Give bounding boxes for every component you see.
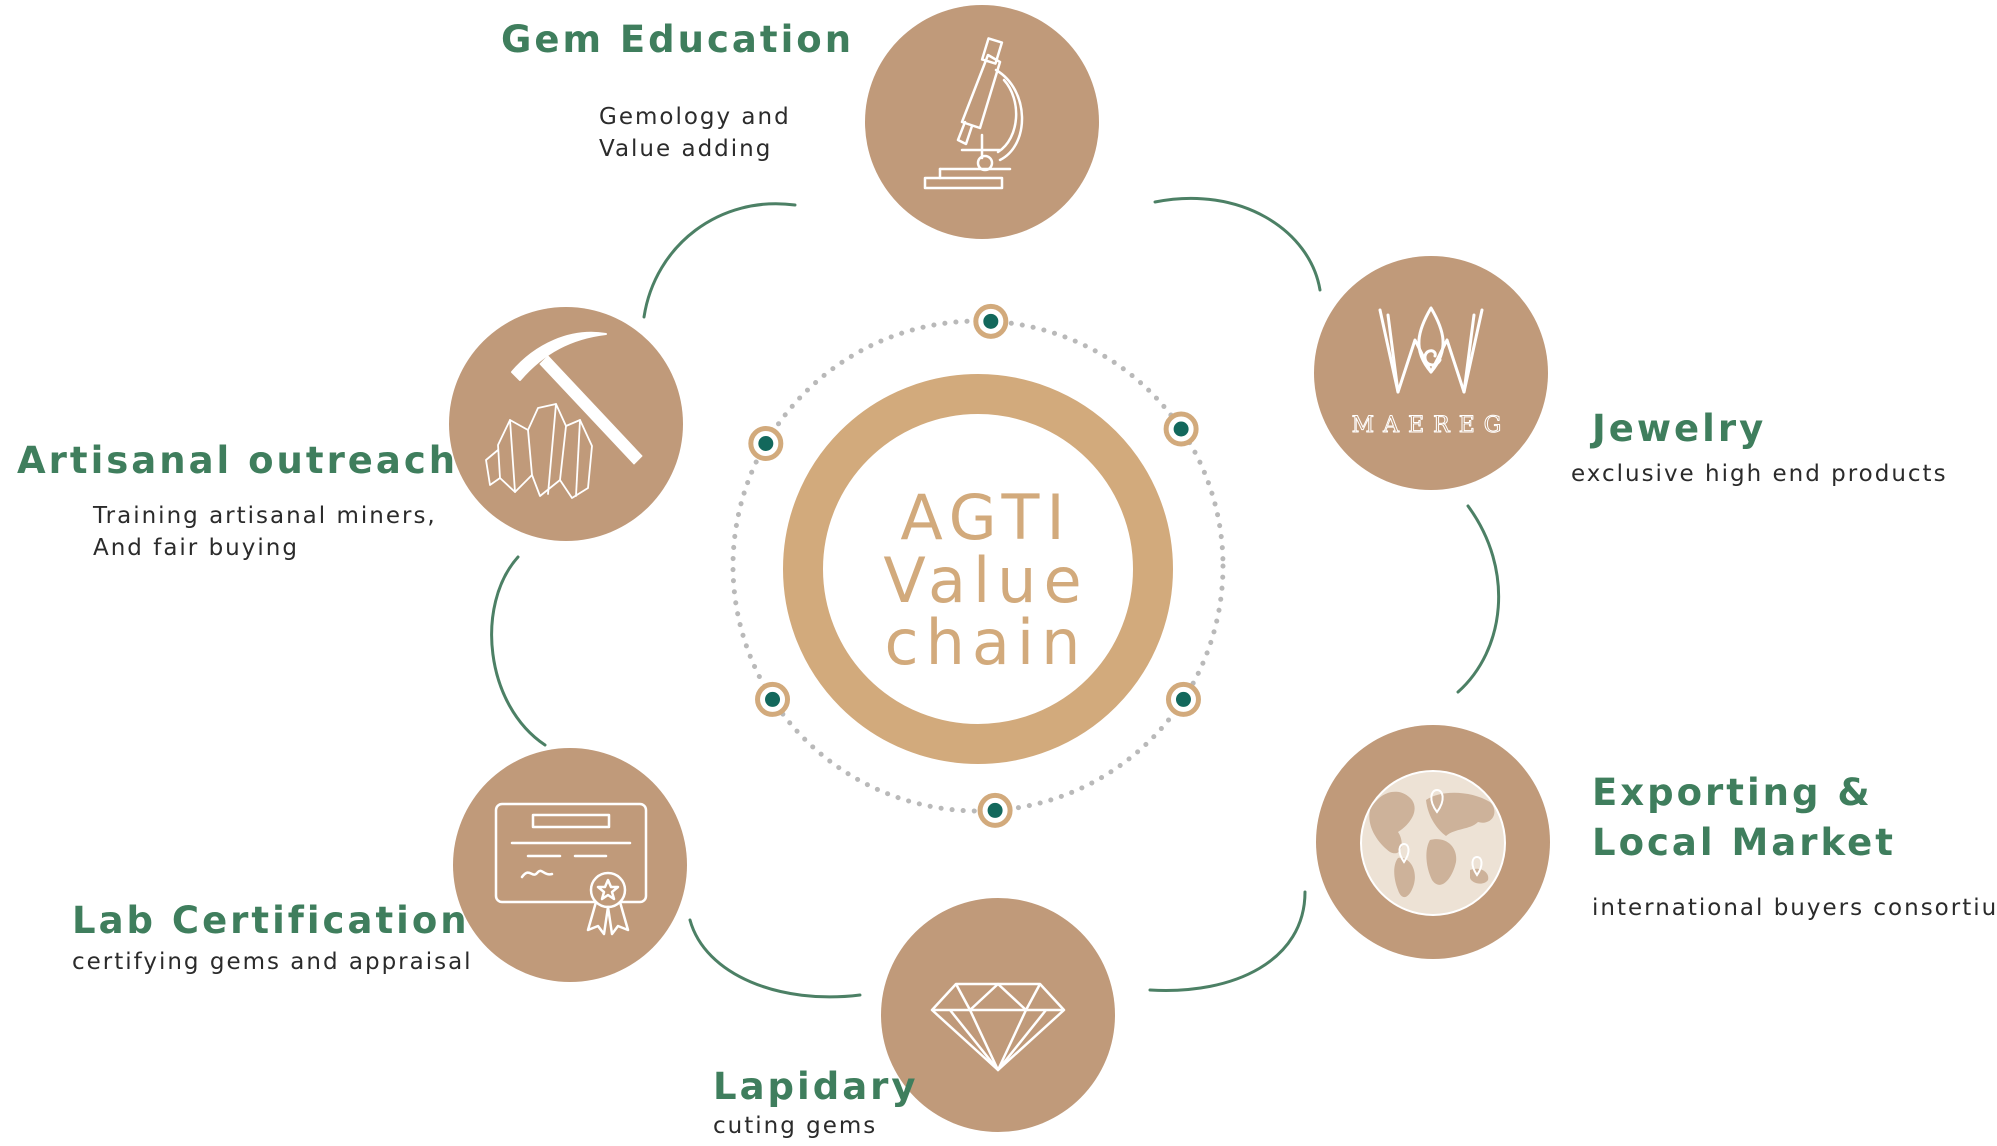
node-description: Training artisanal miners,	[93, 503, 437, 529]
label-lab-certification: Lab Certification certifying gems and ap…	[72, 896, 473, 978]
node-description: exclusive high end products	[1571, 461, 1948, 487]
center-title: AGTI Value chain	[883, 481, 1088, 679]
arc-artisanal-to-education	[642, 202, 797, 319]
node-title: Lapidary	[713, 1065, 919, 1108]
orbit-marker	[748, 426, 784, 461]
center-title-line-1: AGTI	[900, 481, 1071, 554]
certificate-icon	[494, 802, 648, 936]
orbit-marker-dot	[1175, 691, 1191, 707]
node-circle	[881, 898, 1115, 1132]
orbit-marker	[973, 303, 1009, 339]
arc-education-to-jewelry	[1153, 196, 1322, 292]
node-title: Jewelry	[1592, 407, 1767, 450]
orbit-marker-dot	[1173, 421, 1189, 437]
logo-text: MAEREG	[1352, 413, 1511, 438]
arc-jewelry-to-exporting	[1456, 504, 1501, 694]
orbit-marker-dot	[983, 313, 999, 329]
diamond-icon	[930, 982, 1066, 1072]
center-title-line-3: chain	[885, 606, 1088, 679]
microscope-icon	[923, 37, 1024, 190]
arc-certification-to-artisanal	[490, 555, 547, 747]
node-title: Exporting & Local Market	[1592, 771, 1896, 864]
node-title: Artisanal outreach	[17, 439, 459, 482]
node-title: Gem Education	[501, 18, 855, 61]
orbit-marker	[1163, 411, 1199, 447]
node-description: international buyers consortium	[1592, 895, 1997, 921]
center-ring	[783, 374, 1173, 764]
node-description: certifying gems and appraisal	[72, 949, 473, 975]
connector-arcs	[490, 196, 1501, 999]
orbit-marker-dot	[987, 802, 1003, 818]
node-gem-education[interactable]	[865, 5, 1099, 239]
node-exporting[interactable]	[1316, 725, 1550, 959]
node-description: Gemology and	[599, 104, 791, 130]
label-jewelry: Jewelry	[1592, 404, 1766, 454]
node-artisanal-outreach[interactable]	[449, 307, 683, 541]
node-jewelry[interactable]: MAEREG	[1314, 256, 1548, 490]
orbit-marker	[1165, 681, 1201, 717]
label-artisanal-outreach: Artisanal outreach Training artisanal mi…	[17, 436, 458, 564]
node-description: Value adding	[599, 136, 773, 162]
arc-exporting-to-lapidary	[1148, 890, 1307, 992]
node-title: Lab Certification	[72, 899, 470, 942]
orbit-markers	[748, 303, 1201, 828]
node-lapidary[interactable]	[881, 898, 1115, 1132]
node-lab-certification[interactable]	[453, 748, 687, 982]
orbit-marker-dot	[758, 436, 774, 451]
arc-lapidary-to-certification	[688, 918, 862, 999]
label-gem-education: Gem Education Gemology and Value adding	[501, 15, 854, 165]
orbit-marker	[755, 681, 791, 717]
pickaxe-crystals-icon	[485, 331, 643, 499]
world-map-icon	[1360, 770, 1506, 916]
center-title-line-2: Value	[883, 544, 1088, 617]
label-lapidary: Lapidary cuting gems	[713, 1062, 919, 1142]
orbit-marker-dot	[765, 691, 781, 707]
node-description: And fair buying	[93, 535, 299, 561]
orbit-marker	[977, 792, 1013, 828]
label-exporting: Exporting & Local Market	[1592, 768, 1992, 868]
node-circle	[453, 748, 687, 982]
node-description: cuting gems	[713, 1113, 878, 1139]
maereg-logo-icon: MAEREG	[1351, 306, 1511, 439]
